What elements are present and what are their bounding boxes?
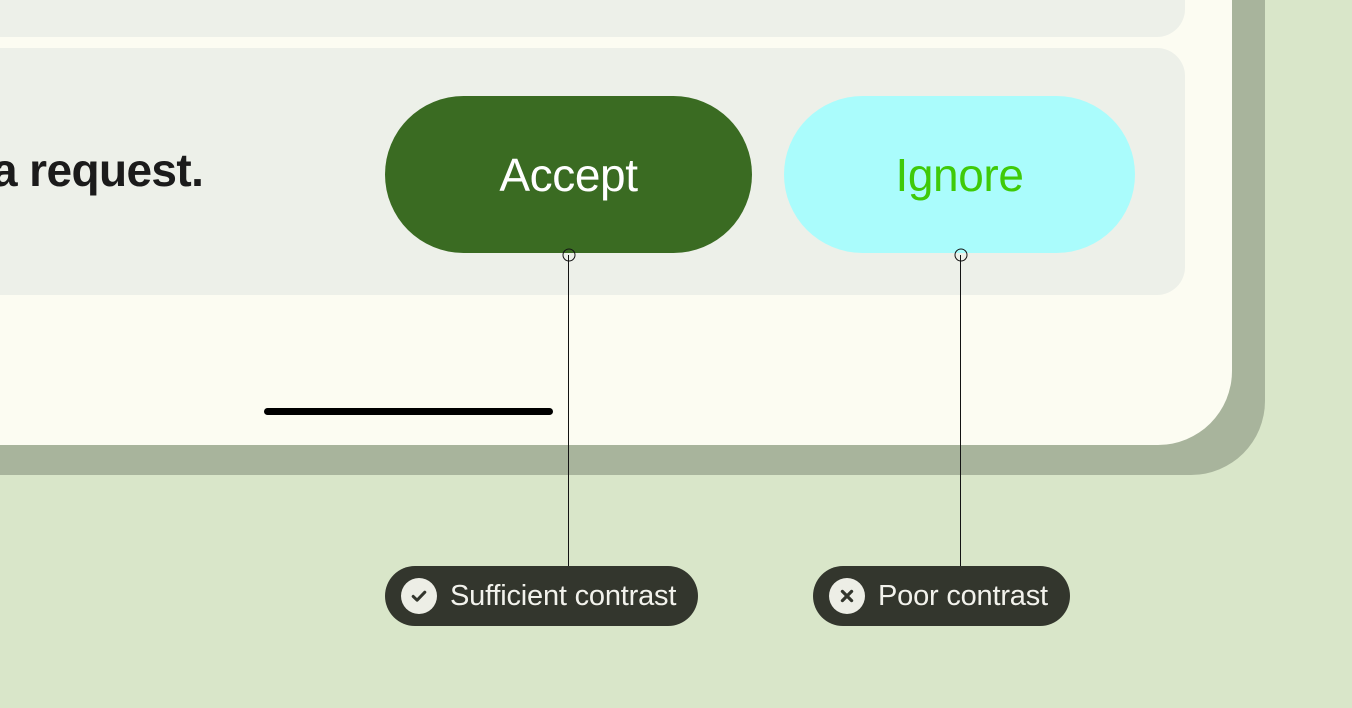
callout-connector-ignore bbox=[954, 248, 967, 568]
x-circle-icon bbox=[829, 578, 865, 614]
annotation-sufficient-contrast: Sufficient contrast bbox=[385, 566, 699, 626]
annotation-label: Sufficient contrast bbox=[450, 579, 677, 612]
divider-rule bbox=[264, 408, 553, 415]
annotation-poor-contrast: Poor contrast bbox=[813, 566, 1070, 626]
panel-content-area: a request. Accept Ignore bbox=[0, 0, 1185, 415]
list-card-previous[interactable] bbox=[0, 0, 1185, 37]
request-text: a request. bbox=[0, 144, 204, 196]
device-panel: a request. Accept Ignore bbox=[0, 0, 1232, 445]
accept-button[interactable]: Accept bbox=[385, 96, 752, 253]
callout-knob-icon bbox=[562, 248, 575, 262]
check-circle-icon bbox=[401, 578, 437, 614]
ignore-button[interactable]: Ignore bbox=[784, 96, 1135, 253]
callout-connector-accept bbox=[562, 248, 575, 568]
annotation-label: Poor contrast bbox=[878, 579, 1048, 612]
callout-knob-icon bbox=[954, 248, 967, 262]
